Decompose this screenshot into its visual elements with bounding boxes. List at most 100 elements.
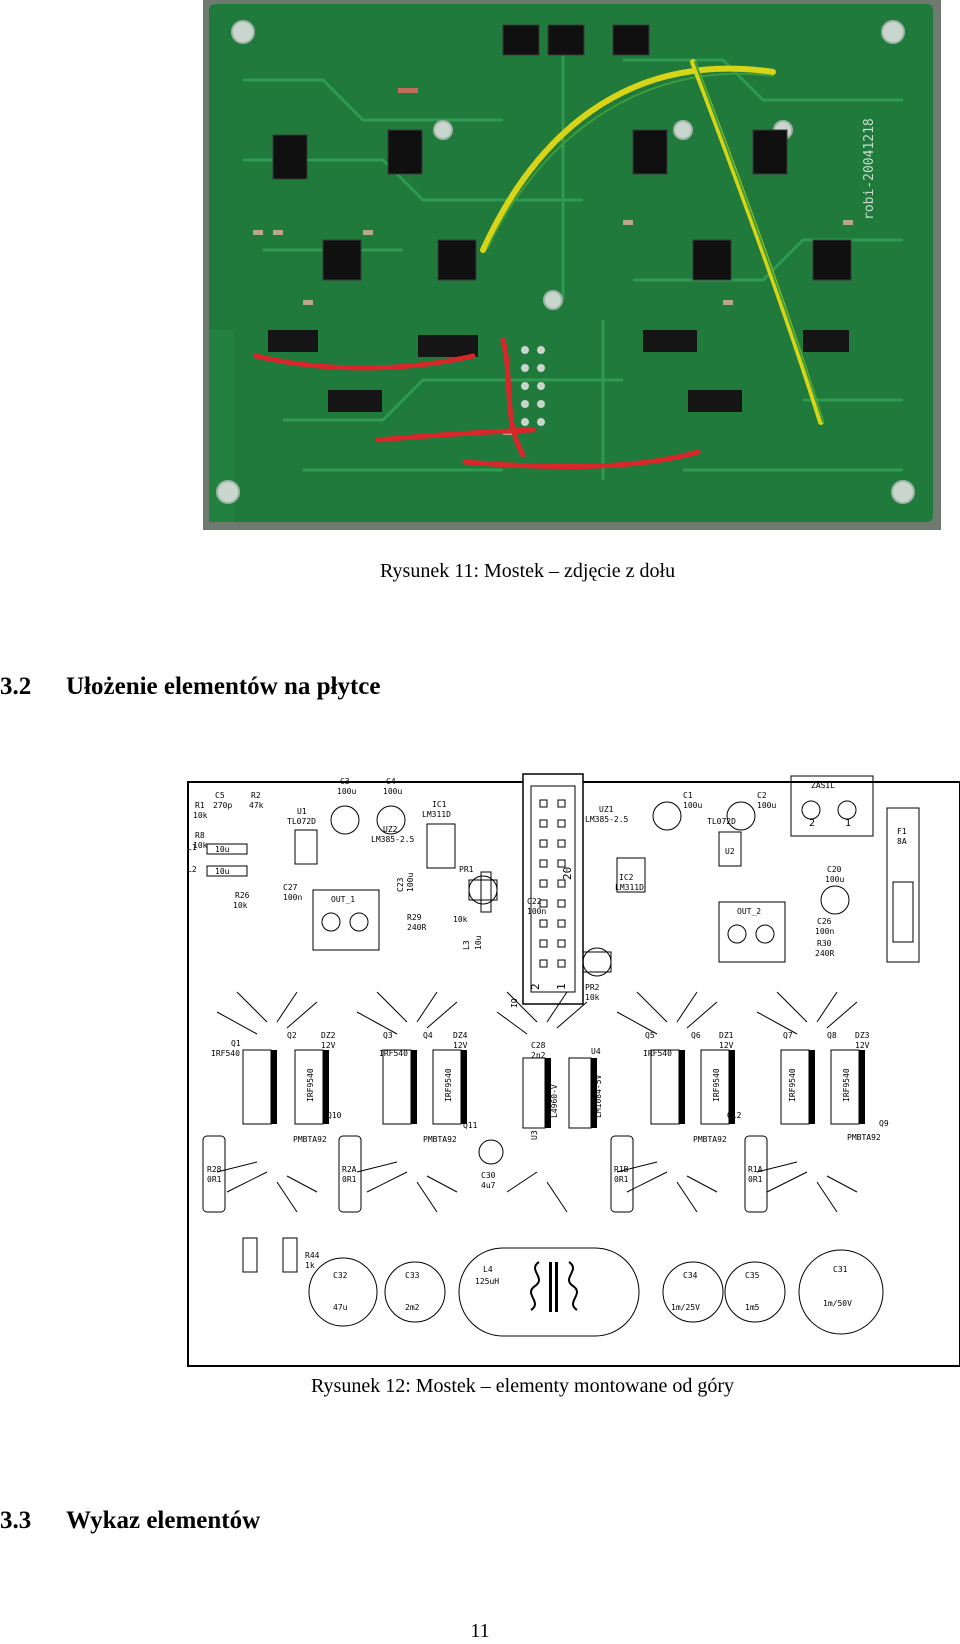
c35-label: C35 <box>745 1271 760 1280</box>
c27-label: C27 <box>283 883 298 892</box>
out2-label: OUT_2 <box>737 907 761 916</box>
c4-label: C4 <box>386 777 396 786</box>
f1-label: F1 <box>897 827 907 836</box>
q3-value: IRF540 <box>379 1049 408 1058</box>
u2-value: TL072D <box>707 817 736 826</box>
section-number: 3.3 <box>0 1507 32 1534</box>
ic1-label: IC1 <box>432 800 447 809</box>
r2-label: R2 <box>251 791 261 800</box>
figure-11-caption: Rysunek 11: Mostek – zdjęcie z dołu <box>380 560 676 582</box>
u3-label: U3 <box>530 1130 539 1140</box>
r26-value: 10k <box>233 901 248 910</box>
r26-label: R26 <box>235 891 250 900</box>
ic2-label: IC2 <box>619 873 634 882</box>
dz4-label: DZ4 <box>453 1031 468 1040</box>
c22-label: C22 <box>527 897 542 906</box>
pcb-bottom-photo: robi-20041218 <box>203 0 941 530</box>
q6-label: Q6 <box>691 1031 701 1040</box>
u2-label: U2 <box>725 847 735 856</box>
c5-label: C5 <box>215 791 225 800</box>
c34-label: C34 <box>683 1271 698 1280</box>
c23-label: C23 <box>396 877 405 892</box>
zasil-pin-1: 1 <box>845 818 851 829</box>
dz1-value: 12V <box>719 1041 734 1050</box>
q10-label: Q10 <box>327 1111 342 1120</box>
dz4-value: 12V <box>453 1041 468 1050</box>
c3-value: 100u <box>337 787 356 796</box>
zasil-pin-2: 2 <box>809 818 815 829</box>
r1-value: 10k <box>193 811 208 820</box>
u1-label: U1 <box>297 807 307 816</box>
c33-label: C33 <box>405 1271 420 1280</box>
c30-value: 4u7 <box>481 1181 496 1190</box>
c33-value: 2m2 <box>405 1303 420 1312</box>
c4-value: 100u <box>383 787 402 796</box>
q12-label: Q12 <box>727 1111 742 1120</box>
q9-value: PMBTA92 <box>847 1133 881 1142</box>
c20-value: 100u <box>825 875 844 884</box>
q10-value: PMBTA92 <box>293 1135 327 1144</box>
q2-value: IRF9540 <box>306 1068 315 1102</box>
q6-value: IRF9540 <box>712 1068 721 1102</box>
pr1-value: 10k <box>453 915 468 924</box>
r1b-value: 0R1 <box>614 1175 629 1184</box>
figure-12-caption: Rysunek 12: Mostek – elementy montowane … <box>311 1375 735 1397</box>
connector-pin-1-label: 1 <box>555 983 568 990</box>
section-title: Wykaz elementów <box>66 1507 261 1534</box>
r8-label: R8 <box>195 831 205 840</box>
pr1-label: PR1 <box>459 865 474 874</box>
q1-value: IRF540 <box>211 1049 240 1058</box>
l4-label: L4 <box>483 1265 493 1274</box>
pr2-value: 10k <box>585 993 600 1002</box>
c5-value: 270p <box>213 801 232 810</box>
r30-label: R30 <box>817 939 832 948</box>
q8-label: Q8 <box>827 1031 837 1040</box>
q7-label: Q7 <box>783 1031 793 1040</box>
c34-value: 1m/25V <box>671 1303 700 1312</box>
dz3-value: 12V <box>855 1041 870 1050</box>
r28-value: 0R1 <box>207 1175 222 1184</box>
q5-value: IRF540 <box>643 1049 672 1058</box>
c1-value: 100u <box>683 801 702 810</box>
c31-label: C31 <box>833 1265 848 1274</box>
q3-label: Q3 <box>383 1031 393 1040</box>
q4-label: Q4 <box>423 1031 433 1040</box>
c31-value: 1m/50V <box>823 1299 852 1308</box>
c2-label: C2 <box>757 791 767 800</box>
out1-label: OUT_1 <box>331 895 355 904</box>
c26-value: 100n <box>815 927 834 936</box>
c22-value: 100n <box>527 907 546 916</box>
component-layout-diagram: 20 2 1 IO C22 100n C3 100u C4 100u C1 10… <box>187 772 960 1368</box>
r44-label: R44 <box>305 1251 320 1260</box>
r30-value: 240R <box>815 949 834 958</box>
pr2-label: PR2 <box>585 983 600 992</box>
dz1-label: DZ1 <box>719 1031 734 1040</box>
page-number: 11 <box>470 1620 490 1642</box>
c20-label: C20 <box>827 865 842 874</box>
uz1-value: LM385-2.5 <box>585 815 629 824</box>
r2a-label: R2A <box>342 1165 357 1174</box>
c32-label: C32 <box>333 1271 348 1280</box>
dz2-value: 12V <box>321 1041 336 1050</box>
connector-pin-2-label: 2 <box>529 983 542 990</box>
c1-label: C1 <box>683 791 693 800</box>
r28-label: R28 <box>207 1165 222 1174</box>
c27-value: 100n <box>283 893 302 902</box>
zasil-label: ZASIL <box>811 781 835 790</box>
c2-value: 100u <box>757 801 776 810</box>
u3-value: L4960-V <box>550 1084 559 1118</box>
r2a-value: 0R1 <box>342 1175 357 1184</box>
ic1-value: LM311D <box>422 810 451 819</box>
c35-value: 1m5 <box>745 1303 760 1312</box>
c3-label: C3 <box>340 777 350 786</box>
connector-pin-20-label: 20 <box>561 867 574 880</box>
dz2-label: DZ2 <box>321 1031 336 1040</box>
r1b-label: R1B <box>614 1165 629 1174</box>
dz3-label: DZ3 <box>855 1031 870 1040</box>
uz1-label: UZ1 <box>599 805 614 814</box>
io-label: IO <box>510 998 519 1008</box>
section-title: Ułożenie elementów na płytce <box>66 673 381 700</box>
r29-value: 240R <box>407 923 426 932</box>
q12-value: PMBTA92 <box>693 1135 727 1144</box>
